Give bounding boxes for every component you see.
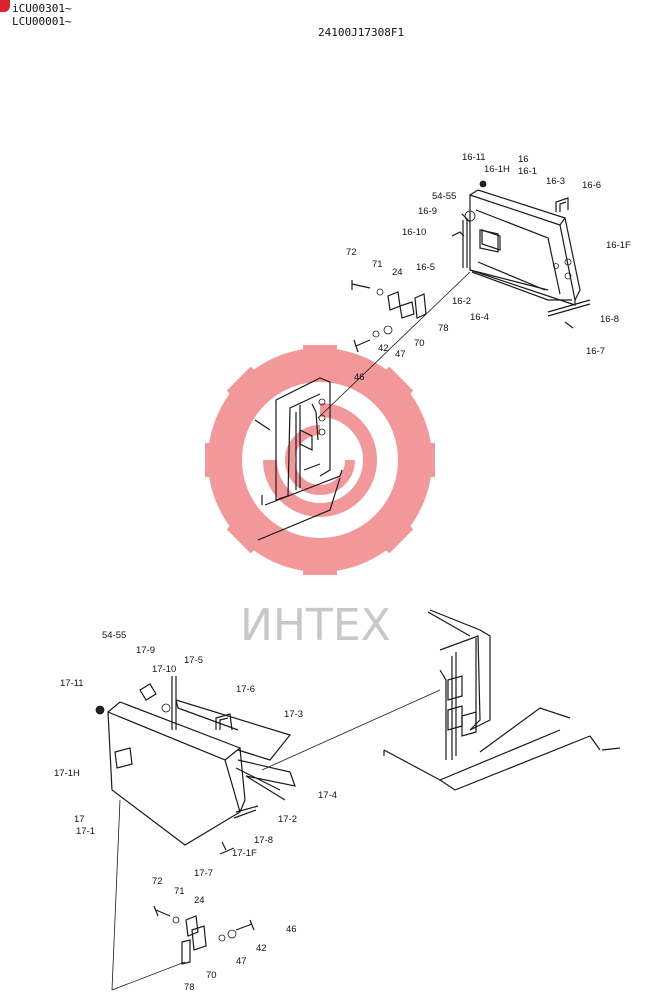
upper-assembly	[317, 180, 591, 419]
watermark-text: ИНТЕХ	[240, 600, 391, 651]
drawing-code: 24100J17308F1	[318, 26, 405, 39]
callout-17-9: 17-9	[136, 645, 155, 656]
callout-17-7: 17-7	[194, 868, 213, 879]
callout-42-lower: 42	[256, 943, 267, 954]
callout-17-1H: 17-1H	[54, 768, 80, 779]
callout-17-1: 17-1	[76, 826, 95, 837]
callout-16-9: 16-9	[418, 206, 437, 217]
callout-16-1H: 16-1H	[484, 164, 510, 175]
callout-71-upper: 71	[372, 259, 383, 270]
callout-16: 16	[518, 154, 529, 165]
lower-machine-body	[383, 609, 621, 791]
callout-17-10: 17-10	[152, 664, 176, 675]
callout-17-6: 17-6	[236, 684, 255, 695]
callout-16-4: 16-4	[470, 312, 489, 323]
callout-16-1F: 16-1F	[606, 240, 631, 251]
callout-16-1: 16-1	[518, 166, 537, 177]
callout-16-7: 16-7	[586, 346, 605, 357]
callout-70-lower: 70	[206, 970, 217, 981]
callouts-lower: 54-55 17-9 17-10 17-5 17-11 17-6 17-3 17…	[54, 630, 337, 993]
callout-16-5: 16-5	[416, 262, 435, 273]
callout-16-2: 16-2	[452, 296, 471, 307]
corner-marker-icon	[0, 0, 10, 12]
callout-17-5: 17-5	[184, 655, 203, 666]
serial-number-line-2: LCU00001~	[12, 15, 72, 28]
callout-72-upper: 72	[346, 247, 357, 258]
callout-70-upper: 70	[414, 338, 425, 349]
callout-46-lower: 46	[286, 924, 297, 935]
callout-24-lower: 24	[194, 895, 205, 906]
callout-17-1F: 17-1F	[232, 848, 257, 859]
callout-16-8: 16-8	[600, 314, 619, 325]
callout-17: 17	[74, 814, 85, 825]
callout-72-lower: 72	[152, 876, 163, 887]
callout-17-11: 17-11	[60, 678, 84, 689]
callout-78-lower: 78	[184, 982, 195, 993]
callout-17-4: 17-4	[318, 790, 337, 801]
lower-assembly	[95, 676, 441, 991]
callout-17-8: 17-8	[254, 835, 273, 846]
callout-47-upper: 47	[395, 349, 406, 360]
watermark-gear-icon	[205, 345, 435, 575]
serial-number-line-1: iCU00301~	[12, 2, 72, 15]
callout-16-6: 16-6	[582, 180, 601, 191]
callout-24-upper: 24	[392, 267, 403, 278]
callout-54-55-upper: 54-55	[432, 191, 456, 202]
callout-54-55-lower: 54-55	[102, 630, 126, 641]
callout-46-upper: 46	[354, 372, 365, 383]
callout-71-lower: 71	[174, 886, 185, 897]
callout-16-3: 16-3	[546, 176, 565, 187]
callout-47-lower: 47	[236, 956, 247, 967]
callout-42-upper: 42	[378, 343, 389, 354]
upper-machine-body	[254, 377, 343, 541]
callout-17-2: 17-2	[278, 814, 297, 825]
callout-78-upper: 78	[438, 323, 449, 334]
callouts-upper: 16-11 16-1H 16 16-1 16-3 16-6 54-55 16-9…	[346, 152, 631, 383]
callout-17-3: 17-3	[284, 709, 303, 720]
callout-16-11: 16-11	[462, 152, 486, 163]
callout-16-10: 16-10	[402, 227, 426, 238]
